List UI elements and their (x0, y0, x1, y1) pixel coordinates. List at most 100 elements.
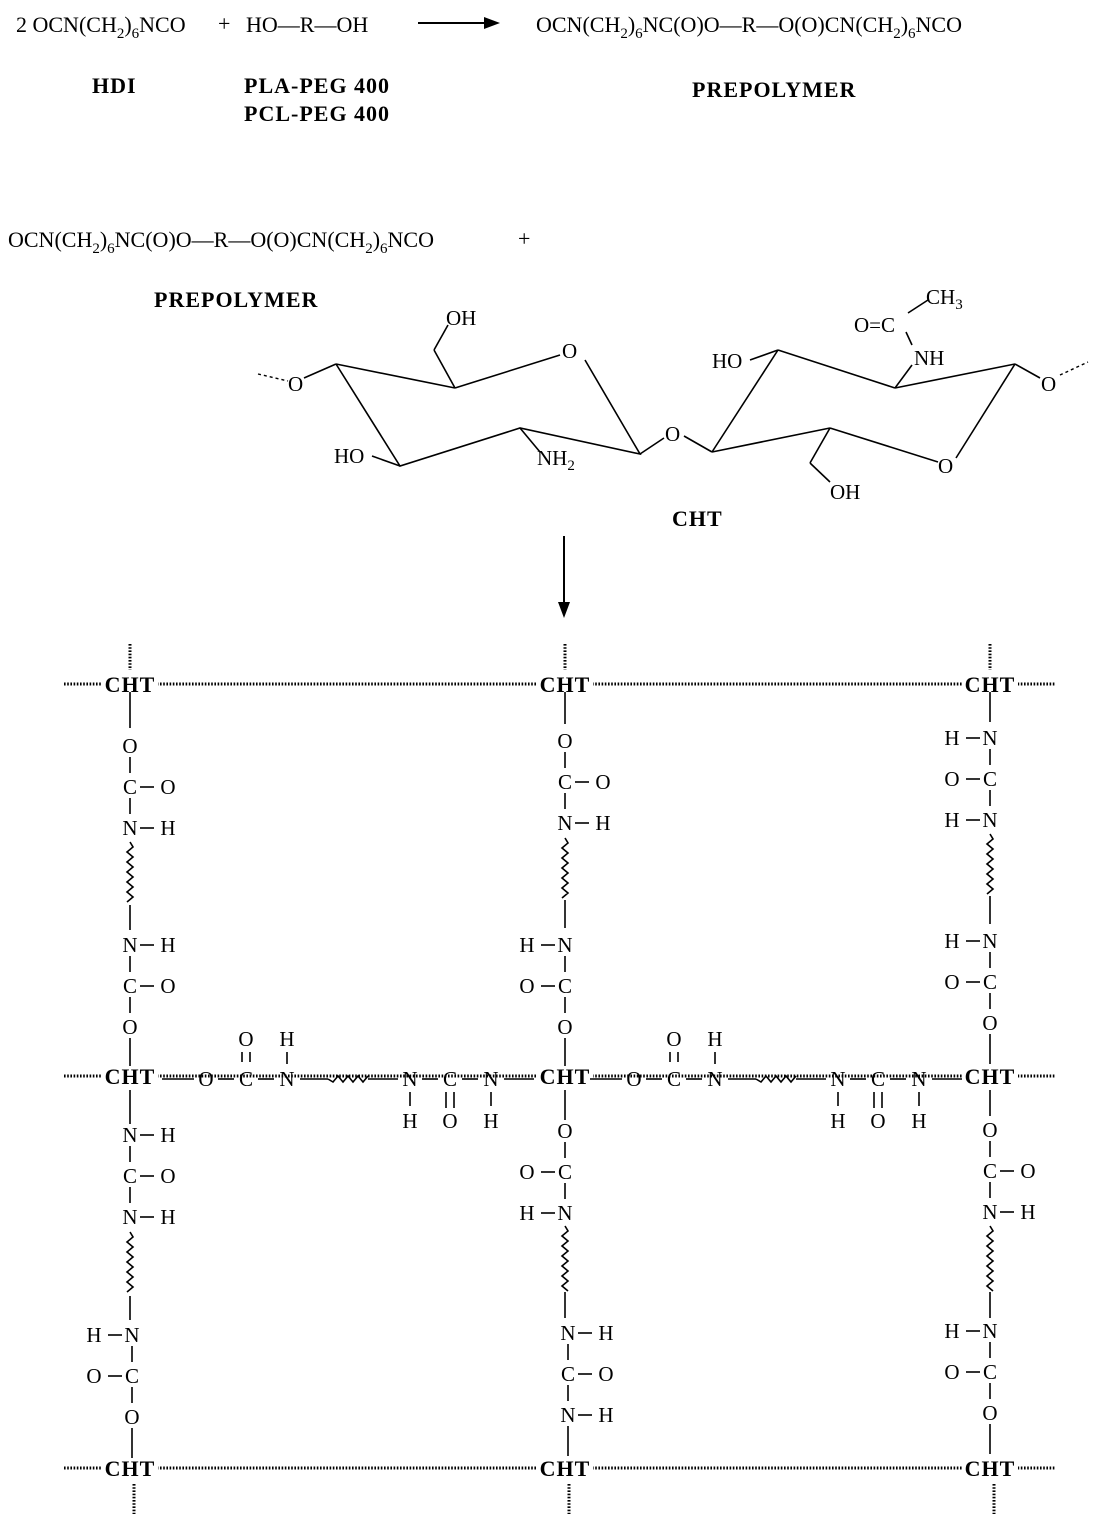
atom-o-end-left: O (288, 372, 303, 396)
atom-O: O (557, 1015, 572, 1039)
chain-end-left (257, 373, 289, 382)
atom-ho-left: HO (334, 444, 364, 468)
atom-side: O (160, 1164, 175, 1188)
label-prepolymer-1: PREPOLYMER (692, 77, 857, 102)
atom-O: O (982, 1118, 997, 1142)
atom-nh2: NH2 (537, 446, 575, 474)
bond (371, 455, 401, 467)
atom-H: H (402, 1109, 417, 1133)
atom-side: H (944, 929, 959, 953)
atom-side: O (1020, 1159, 1035, 1183)
atom-H: H (483, 1109, 498, 1133)
bond (894, 364, 913, 389)
wavy-chain (985, 1225, 995, 1292)
atom-side: H (160, 1123, 175, 1147)
cht-node: CHT (540, 1456, 591, 1481)
atom-ho-right: HO (712, 349, 742, 373)
atom-C: C (558, 770, 572, 794)
atom-ring-o-2: O (938, 454, 953, 478)
atom-side: H (519, 1201, 534, 1225)
atom-ch3: CH3 (926, 285, 963, 313)
bond (454, 354, 561, 389)
cht-node: CHT (105, 1064, 156, 1089)
cht-node-bg (102, 1454, 158, 1478)
atom-side: H (86, 1323, 101, 1347)
atom-side: H (598, 1403, 613, 1427)
atom-C: C (558, 1160, 572, 1184)
atom-o-end-right: O (1041, 372, 1056, 396)
atom-side: H (944, 1319, 959, 1343)
wavy-chain (125, 841, 135, 903)
wavy-chain (327, 1074, 369, 1084)
atom-N: N (483, 1067, 498, 1091)
atom-link-o: O (665, 422, 680, 446)
bond (809, 462, 831, 483)
bond (683, 435, 713, 453)
reaction-1: 2 OCN(CH2)6NCO + HO—R—OH OCN(CH2)6NC(O)O… (16, 11, 962, 126)
atom-C: C (443, 1067, 457, 1091)
atom-N: N (982, 1200, 997, 1224)
atom-N: N (557, 811, 572, 835)
bond (907, 299, 929, 314)
atom-O: O (626, 1067, 641, 1091)
atom-side: O (944, 1360, 959, 1384)
atom-C: C (983, 1159, 997, 1183)
atom-oh-bottom: OH (830, 480, 860, 504)
wavy-chain (560, 837, 570, 899)
atom-N: N (982, 929, 997, 953)
atom-O: O (666, 1027, 681, 1051)
atom-C: C (123, 974, 137, 998)
label-pcl-peg: PCL-PEG 400 (244, 101, 390, 126)
atom-O: O (198, 1067, 213, 1091)
bond (809, 427, 831, 464)
atom-side: O (160, 775, 175, 799)
atom-H: H (830, 1109, 845, 1133)
atom-side: O (944, 970, 959, 994)
label-prepolymer-2: PREPOLYMER (154, 287, 319, 312)
atom-C: C (561, 1362, 575, 1386)
atom-C: C (667, 1067, 681, 1091)
atom-side: O (944, 767, 959, 791)
bond (639, 437, 665, 455)
atom-N: N (560, 1321, 575, 1345)
atom-C: C (123, 775, 137, 799)
atom-O: O (982, 1401, 997, 1425)
atom-O: O (122, 1015, 137, 1039)
plus-sign-2: + (518, 226, 530, 251)
arrowhead-2 (558, 602, 570, 618)
atom-C: C (125, 1364, 139, 1388)
wavy-chain (125, 1231, 135, 1293)
atom-side: H (1020, 1200, 1035, 1224)
atom-side: O (160, 974, 175, 998)
atom-N: N (560, 1403, 575, 1427)
atom-oh-top: OH (446, 306, 476, 330)
atom-side: O (595, 770, 610, 794)
atom-H: H (707, 1027, 722, 1051)
atom-side: H (944, 808, 959, 832)
atom-C: C (871, 1067, 885, 1091)
bond (303, 363, 337, 379)
atom-O: O (124, 1405, 139, 1429)
ring-1-bonds (335, 359, 642, 467)
atom-ring-o-1: O (562, 339, 577, 363)
atom-side: O (519, 974, 534, 998)
atom-side: O (598, 1362, 613, 1386)
bond (905, 331, 913, 346)
atom-N: N (122, 933, 137, 957)
bond (829, 427, 939, 463)
atom-nh: NH (914, 346, 944, 370)
atom-N: N (982, 1319, 997, 1343)
label-cht: CHT (672, 506, 723, 531)
wavy-chain (755, 1074, 797, 1084)
atom-side: H (598, 1321, 613, 1345)
atom-side: H (944, 726, 959, 750)
cht-node: CHT (965, 1456, 1016, 1481)
cht-node: CHT (965, 1064, 1016, 1089)
atom-side: H (160, 816, 175, 840)
atom-C: C (983, 767, 997, 791)
cht-node-bg (962, 1454, 1018, 1478)
bond (1014, 363, 1041, 379)
cht-node: CHT (540, 1064, 591, 1089)
plus-sign-1: + (218, 11, 230, 36)
